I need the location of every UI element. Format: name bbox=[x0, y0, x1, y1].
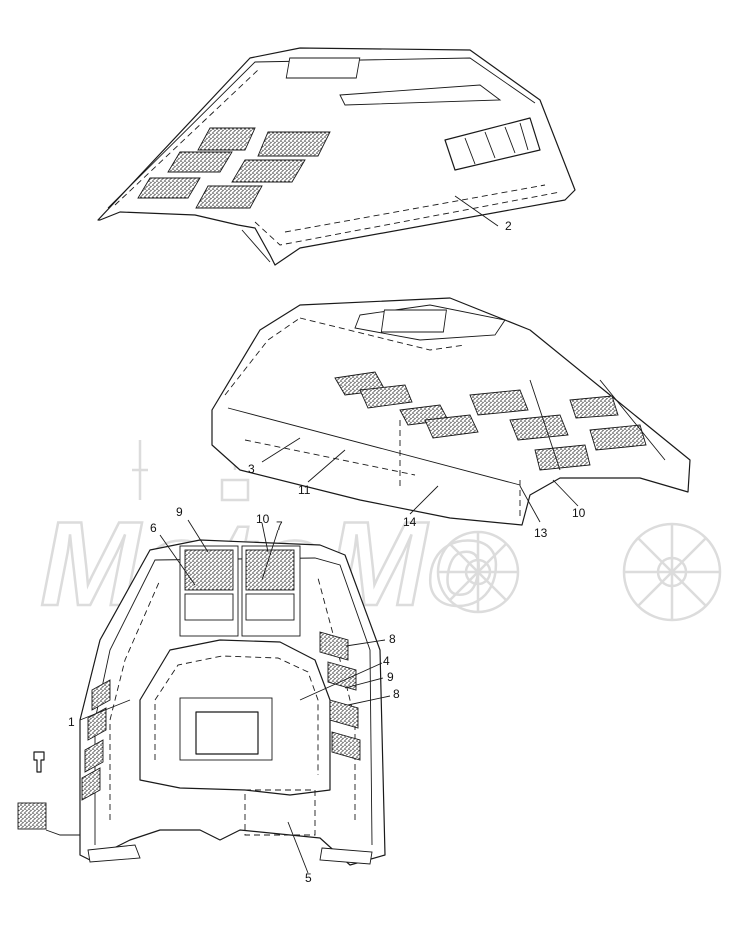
callout-10-left: 9 bbox=[176, 505, 183, 519]
callout-13: 13 bbox=[534, 526, 548, 540]
loose-fastener-parts bbox=[17, 751, 80, 836]
callout-8-lower: 8 bbox=[393, 687, 400, 701]
callout-10-right: 10 bbox=[256, 512, 270, 526]
top-vent-screens bbox=[137, 127, 331, 209]
hood-middle-view bbox=[211, 297, 691, 526]
callout-14: 14 bbox=[403, 515, 417, 529]
callout-5: 5 bbox=[305, 871, 312, 885]
callout-2: 2 bbox=[505, 219, 512, 233]
hood-underside-view bbox=[79, 539, 386, 866]
callout-3: 3 bbox=[248, 462, 255, 476]
callout-7: 7 bbox=[276, 519, 283, 533]
callout-8-upper: 8 bbox=[389, 632, 396, 646]
underside-screen-panels bbox=[179, 545, 301, 637]
underside-side-louvers bbox=[81, 631, 361, 801]
callout-11: 10 bbox=[572, 506, 586, 520]
callout-4: 4 bbox=[383, 654, 390, 668]
callout-6: 6 bbox=[150, 521, 157, 535]
callout-labels: 2 3 11 14 13 10 9 10 6 7 8 4 9 8 1 5 bbox=[68, 219, 586, 885]
middle-vent-screens bbox=[334, 371, 647, 471]
top-side-louvers bbox=[444, 117, 541, 171]
callout-1: 1 bbox=[68, 715, 75, 729]
callout-12: 11 bbox=[298, 483, 311, 497]
leader-lines bbox=[79, 195, 579, 874]
hood-top-view bbox=[97, 47, 576, 266]
callout-9: 9 bbox=[387, 670, 394, 684]
